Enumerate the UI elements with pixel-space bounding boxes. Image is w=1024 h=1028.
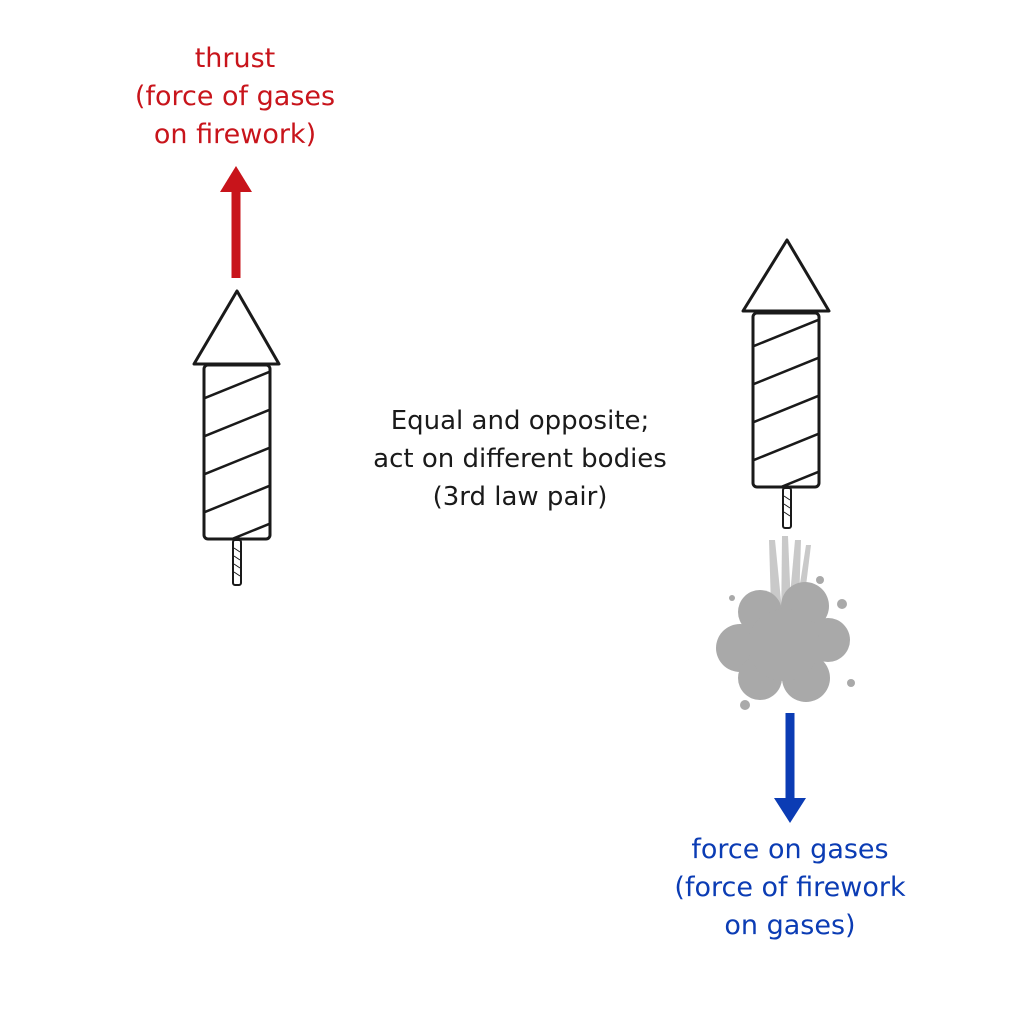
thrust-label-line-3: on firework) [153, 119, 317, 150]
gas-force-label-line-1: force on gases [691, 834, 889, 865]
firework-right [741, 238, 831, 529]
firework-right-fuse [782, 487, 792, 529]
third-law-note-line-2: act on different bodies [373, 444, 667, 474]
gas-force-label: force on gases (force of firework on gas… [620, 831, 960, 945]
firework-left-fuse [232, 539, 242, 586]
thrust-arrow [220, 166, 252, 278]
gas-force-arrow [774, 713, 806, 823]
gas-force-label-line-3: on gases) [724, 910, 856, 941]
third-law-note-line-3: (3rd law pair) [432, 482, 608, 512]
thrust-label: thrust (force of gases on firework) [60, 40, 410, 154]
smoke-particles [729, 576, 855, 710]
gas-force-label-line-2: (force of firework [674, 872, 906, 903]
third-law-note: Equal and opposite; act on different bod… [330, 402, 710, 516]
smoke-cloud [716, 582, 850, 702]
thrust-label-line-2: (force of gases [134, 81, 336, 112]
third-law-note-line-1: Equal and opposite; [390, 406, 650, 436]
exhaust-gases [716, 536, 855, 710]
firework-left-stripes [204, 368, 270, 539]
thrust-label-line-1: thrust [194, 43, 276, 74]
firework-left [192, 289, 281, 586]
firework-right-stripes [753, 316, 819, 487]
firework-left-nose [192, 289, 281, 366]
firework-right-nose [741, 238, 831, 313]
